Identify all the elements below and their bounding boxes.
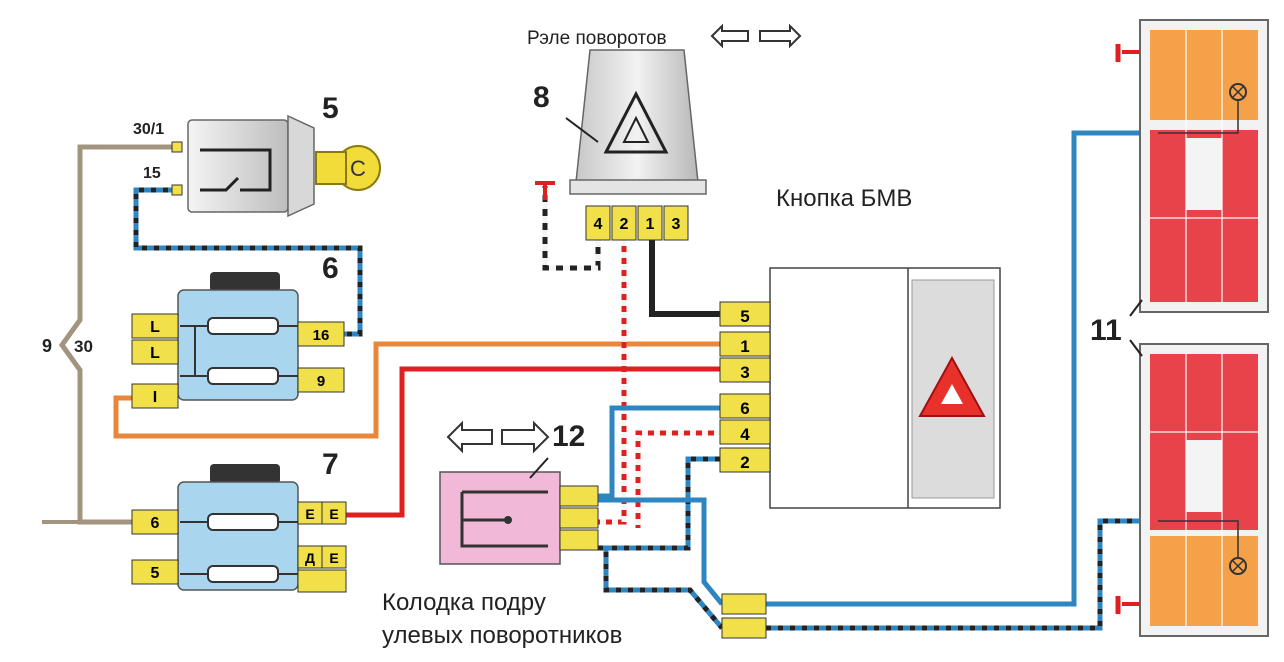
number-12: 12 [552, 420, 585, 453]
number-7: 7 [322, 448, 339, 481]
number-9: 9 [42, 336, 52, 356]
fuse-block-6 [177, 272, 299, 401]
wires [42, 130, 1148, 631]
wire-blue-black-lamp-lower [766, 518, 1148, 631]
fb6-left-pin: L [150, 319, 160, 336]
wire-orange [113, 341, 720, 439]
relay-pin: 2 [620, 216, 629, 233]
button-pin: 2 [740, 453, 749, 472]
relay-pin: 1 [646, 216, 655, 233]
fb7-right-pin: Е [329, 550, 338, 566]
switch-double-arrow-icon [446, 420, 550, 454]
hazard-triangle-icon [603, 90, 669, 154]
connector-caption-line1: Колодка подру [382, 589, 546, 616]
wire-red [346, 366, 720, 518]
fb6-left-pin: I [153, 389, 157, 406]
rear-lamp-upper [1115, 19, 1269, 313]
wire-red-white-btn4 [635, 430, 720, 528]
button-pin: 1 [740, 337, 749, 356]
button-pin: 4 [740, 425, 750, 444]
number-5: 5 [322, 92, 339, 125]
terminal-30-label: 30 [74, 337, 93, 356]
button-pin: 6 [740, 399, 749, 418]
fuse-block-7 [177, 464, 299, 591]
relay-pin: 3 [672, 216, 681, 233]
turn-switch-12 [439, 471, 599, 565]
number-8: 8 [533, 81, 550, 114]
relay-number-pointer [565, 117, 599, 143]
fuse-block-7-right-pins: E E Д Е [297, 501, 347, 593]
wire-black [649, 240, 720, 317]
fb7-right-pin: E [329, 506, 338, 522]
wire-blue-to-x [598, 497, 724, 606]
button-pins: 5 1 3 6 4 2 [719, 301, 771, 473]
fb7-right-pin: Д [305, 550, 315, 566]
wire-blue-btn6 [598, 405, 720, 499]
lamp-number-pointer-lower [1129, 339, 1143, 357]
relay-title: Рэле поворотов [527, 28, 667, 49]
fuse-block-7-left-pins: 6 5 [131, 509, 179, 585]
relay-pin: 4 [594, 216, 603, 233]
fuse-block-6-left-pins: L L I [131, 313, 179, 409]
hazard-button [769, 267, 1001, 509]
double-arrow-icon [710, 23, 802, 49]
rear-lamp-lower [1115, 343, 1269, 637]
number-6: 6 [322, 252, 339, 285]
fuse-block-6-right-pins: 16 9 [297, 321, 345, 393]
fb6-right-pin: 16 [313, 327, 330, 344]
switch-number-pointer [529, 457, 549, 479]
lamp-connector [721, 593, 767, 639]
button-pin: 3 [740, 363, 749, 382]
number-11: 11 [1090, 314, 1122, 347]
fb6-right-pin: 9 [317, 373, 325, 390]
fb7-left-pin: 5 [151, 565, 160, 582]
wire-blue-lamp-upper [766, 130, 1148, 607]
button-title: Кнопка БМВ [776, 185, 912, 212]
ignition-switch: C [171, 114, 381, 218]
relay-pins: 4 2 1 3 [585, 205, 689, 241]
fb7-left-pin: 6 [151, 515, 160, 532]
connector-caption-line2: улевых поворотников [382, 622, 622, 649]
button-pin: 5 [740, 307, 749, 326]
fb6-left-pin: L [150, 345, 160, 362]
terminal-30-1-label: 30/1 [133, 121, 164, 138]
svg-text:C: C [350, 156, 366, 181]
fb7-right-pin: E [305, 506, 314, 522]
turn-signal-relay [569, 49, 707, 195]
lamp-number-pointer-upper [1129, 299, 1143, 317]
terminal-15-label: 15 [143, 165, 161, 182]
